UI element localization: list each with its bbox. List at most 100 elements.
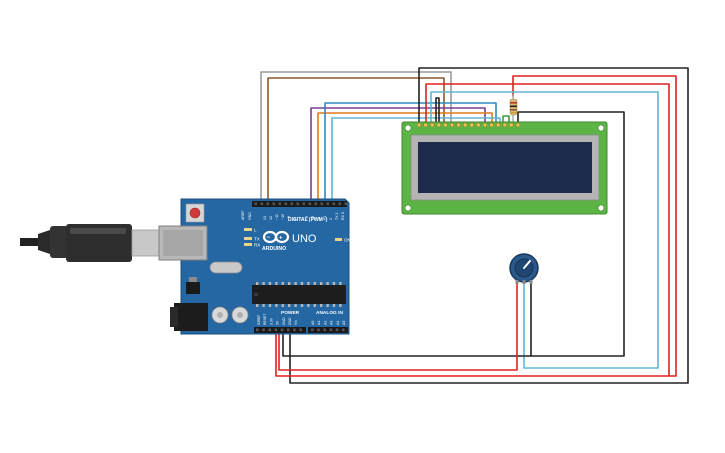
digital-pin[interactable] xyxy=(302,202,306,206)
digital-pin-label: ~11 xyxy=(275,214,279,220)
arduino-logo-icon xyxy=(262,230,290,244)
lcd-pin[interactable] xyxy=(476,122,481,128)
digital-pin-label: TX 1 xyxy=(335,212,339,220)
digital-pin[interactable] xyxy=(338,202,342,206)
digital-pin[interactable] xyxy=(254,202,258,206)
power-pin[interactable] xyxy=(287,328,290,332)
wire-brown[interactable] xyxy=(267,77,445,204)
power-header xyxy=(254,327,306,333)
wire-blue[interactable] xyxy=(324,102,497,204)
atmega-chip xyxy=(252,285,346,304)
digital-pin[interactable] xyxy=(278,202,282,206)
power-pin[interactable] xyxy=(262,328,265,332)
digital-pin-label: 8 xyxy=(293,218,297,220)
digital-pin-label: 2 xyxy=(329,218,333,220)
digital-pin[interactable] xyxy=(284,202,288,206)
lcd-pin[interactable] xyxy=(429,122,435,128)
digital-pin-label: ~5 xyxy=(311,216,315,220)
wire-black-lcd-pins[interactable] xyxy=(435,97,440,123)
lcd-pin[interactable] xyxy=(416,122,422,128)
lcd-pin[interactable] xyxy=(469,122,475,128)
lcd-pin[interactable] xyxy=(423,122,428,128)
analog-pin[interactable] xyxy=(323,328,326,332)
lcd-pin[interactable] xyxy=(436,122,442,128)
power-pin[interactable] xyxy=(274,328,278,332)
digital-header xyxy=(252,201,347,207)
power-pin-label: 5V xyxy=(276,320,280,325)
analog-pin[interactable] xyxy=(329,328,333,332)
wires xyxy=(260,67,689,384)
usb-plug-highlight xyxy=(70,228,126,234)
resistor[interactable] xyxy=(509,94,518,122)
wire-red-outer[interactable] xyxy=(275,75,677,377)
analog-pin[interactable] xyxy=(311,328,314,332)
wire-lightblue-pot[interactable] xyxy=(430,91,659,369)
wire-green[interactable] xyxy=(502,115,510,123)
lcd-pin[interactable] xyxy=(449,122,455,128)
resistor-band-3 xyxy=(510,109,517,111)
bottom-header-pins xyxy=(256,328,345,332)
lcd-pin[interactable] xyxy=(456,122,461,128)
digital-pin[interactable] xyxy=(326,202,330,206)
usb-b-jack-inner xyxy=(163,230,203,256)
digital-pin-label: 12 xyxy=(269,216,273,220)
usb-cable[interactable] xyxy=(20,224,163,262)
lcd-pin[interactable] xyxy=(502,122,508,128)
digital-pin[interactable] xyxy=(260,202,264,206)
dc-power-jack-front xyxy=(170,307,178,327)
digital-pin[interactable] xyxy=(266,202,270,206)
digital-pin-label: ~10 xyxy=(281,214,285,220)
power-pin[interactable] xyxy=(280,328,284,332)
power-pin[interactable] xyxy=(299,328,302,332)
analog-pin[interactable] xyxy=(335,328,339,332)
wire-black-outer[interactable] xyxy=(289,67,689,384)
digital-pin[interactable] xyxy=(296,202,300,206)
digital-pin[interactable] xyxy=(308,202,312,206)
lcd-module[interactable] xyxy=(401,121,608,215)
resistor-band-4 xyxy=(510,112,517,114)
digital-pin-label: ~9 xyxy=(287,216,291,220)
analog-pin[interactable] xyxy=(317,328,320,332)
power-pin[interactable] xyxy=(268,328,271,332)
digital-pin[interactable] xyxy=(320,202,324,206)
power-header-label: POWER xyxy=(281,310,300,316)
wire-lightblue-top[interactable] xyxy=(331,117,501,204)
pot-pin xyxy=(522,280,526,284)
power-pin[interactable] xyxy=(256,328,259,332)
digital-header-label: DIGITAL (PWM~) xyxy=(288,217,328,223)
label-rx: RX xyxy=(254,243,260,248)
wire-red-lcd[interactable] xyxy=(425,83,670,377)
digital-pin-label: 4 xyxy=(317,218,321,220)
lcd-pin[interactable] xyxy=(515,122,521,128)
voltage-regulator-tab xyxy=(189,277,197,282)
wire-gray[interactable] xyxy=(260,71,452,204)
analog-pin[interactable] xyxy=(342,328,345,332)
usb-plug-metal xyxy=(131,229,163,257)
potentiometer-indicator xyxy=(523,260,531,269)
lcd-pin[interactable] xyxy=(443,122,448,128)
digital-pin[interactable] xyxy=(344,202,348,206)
lcd-pin[interactable] xyxy=(489,122,494,128)
reset-button[interactable] xyxy=(189,207,201,219)
label-on: ON xyxy=(344,238,351,243)
lcd-pin[interactable] xyxy=(462,122,468,128)
lcd-pin[interactable] xyxy=(495,122,501,128)
wire-black-lcd[interactable] xyxy=(282,281,532,357)
aref-label: AREF xyxy=(241,210,245,220)
digital-pin[interactable] xyxy=(332,202,336,206)
wire-black-right[interactable] xyxy=(517,111,625,357)
lcd-pin[interactable] xyxy=(482,122,488,128)
atmega-chip-notch xyxy=(254,292,258,297)
wire-purple[interactable] xyxy=(310,107,486,204)
digital-pin[interactable] xyxy=(290,202,294,206)
power-pin[interactable] xyxy=(293,328,296,332)
digital-pin[interactable] xyxy=(314,202,318,206)
potentiometer[interactable] xyxy=(509,253,539,284)
pot-pin xyxy=(515,280,519,284)
digital-pin[interactable] xyxy=(272,202,276,206)
led-l xyxy=(244,228,252,231)
lcd-pin[interactable] xyxy=(509,122,514,128)
wire-red-pot[interactable] xyxy=(278,281,518,371)
